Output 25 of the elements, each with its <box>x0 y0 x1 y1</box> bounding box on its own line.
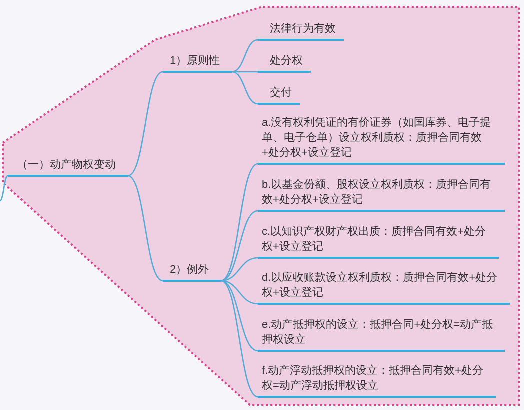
mind-map-topic: d.以应收账款设立权利质权：质押合同有效+处分权+设立登记 <box>258 269 510 305</box>
boundary-region <box>2 6 521 407</box>
connector-line <box>128 71 164 177</box>
connector-line <box>220 280 258 352</box>
connector-line <box>220 163 258 282</box>
mind-map-topic: a.没有权利凭证的有价证券（如国库券、电子提单、电子仓单）设立权利质权：质押合同有效+处分权+设立登记 <box>258 114 505 165</box>
mind-map-topic: f.动产浮动抵押权的设立：抵押合同有效+处分权=动产浮动抵押权设立 <box>258 362 496 398</box>
connector-line <box>232 71 258 73</box>
mind-map-topic: 处分权 <box>258 52 311 73</box>
connector-line <box>221 257 258 282</box>
mind-map-topic: e.动产抵押权的设立：抵押合同+处分权=动产抵押权设立 <box>258 316 505 352</box>
connector-line <box>232 71 258 105</box>
connector-line <box>232 39 258 73</box>
mind-map-topic: 交付 <box>258 84 300 105</box>
connector-line <box>220 210 258 282</box>
mind-map-topic: 1）原则性 <box>163 52 232 73</box>
connector-line <box>0 175 8 202</box>
mind-map-topic: 法律行为有效 <box>258 20 344 41</box>
mind-map-topic: 2）例外 <box>163 261 222 282</box>
mind-map-topic: （一）动产物权变动 <box>8 156 128 177</box>
connector-line <box>221 280 258 305</box>
mind-map-topic: b.以基金份额、股权设立权利质权：质押合同有效+处分权+设立登记 <box>258 176 505 212</box>
connector-line <box>128 175 164 282</box>
mind-map-topic: c.以知识产权财产权出质：质押合同有效+处分权+设立登记 <box>258 223 499 259</box>
connector-line <box>220 280 258 398</box>
